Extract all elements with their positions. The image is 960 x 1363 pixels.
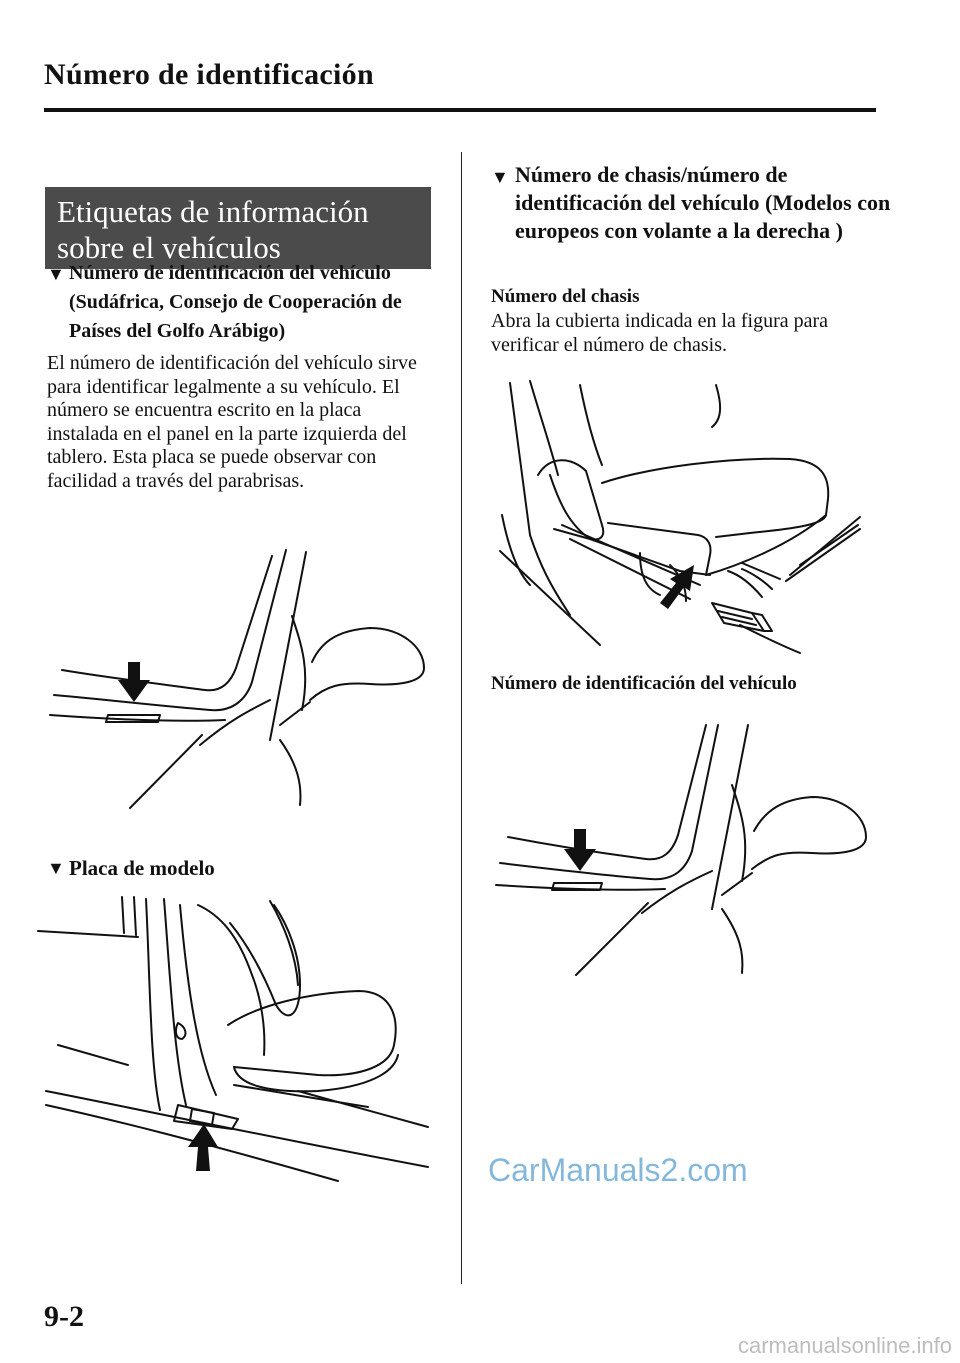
watermark-center: CarManuals2.com — [488, 1152, 748, 1188]
page-number: 9-2 — [44, 1300, 84, 1333]
page-header-title: Número de identificación — [44, 58, 374, 91]
chassis-number-figure — [499, 380, 861, 654]
down-triangle-icon: ▼ — [491, 167, 509, 187]
column-divider — [461, 152, 462, 1284]
model-plate-heading: ▼ Placa de modelo — [47, 855, 427, 881]
down-triangle-icon: ▼ — [47, 264, 65, 284]
model-plate-figure — [37, 896, 429, 1182]
chassis-heading-text: Número de chasis/número de identificació… — [515, 162, 891, 243]
vin-label: Número de identificación del vehículo — [491, 673, 797, 694]
vin-heading-text: Número de identificación del vehículo (S… — [69, 262, 402, 342]
vin-heading: ▼ Número de identificación del vehículo … — [47, 259, 447, 346]
vin-body-text: El número de identificación del vehículo… — [47, 352, 417, 492]
chassis-heading: ▼ Número de chasis/número de identificac… — [491, 161, 891, 245]
vin-plate-figure-right — [495, 724, 867, 976]
chassis-number-label: Número del chasis — [491, 286, 640, 307]
vin-plate-figure — [49, 549, 425, 809]
watermark-corner: carmanualsonline.info — [737, 1333, 952, 1358]
model-plate-heading-text: Placa de modelo — [69, 856, 215, 880]
section-title: Etiquetas de información sobre el vehícu… — [45, 186, 431, 269]
header-rule — [44, 108, 876, 112]
chassis-body-text: Abra la cubierta indicada en la figura p… — [491, 310, 829, 356]
down-triangle-icon: ▼ — [47, 858, 65, 878]
